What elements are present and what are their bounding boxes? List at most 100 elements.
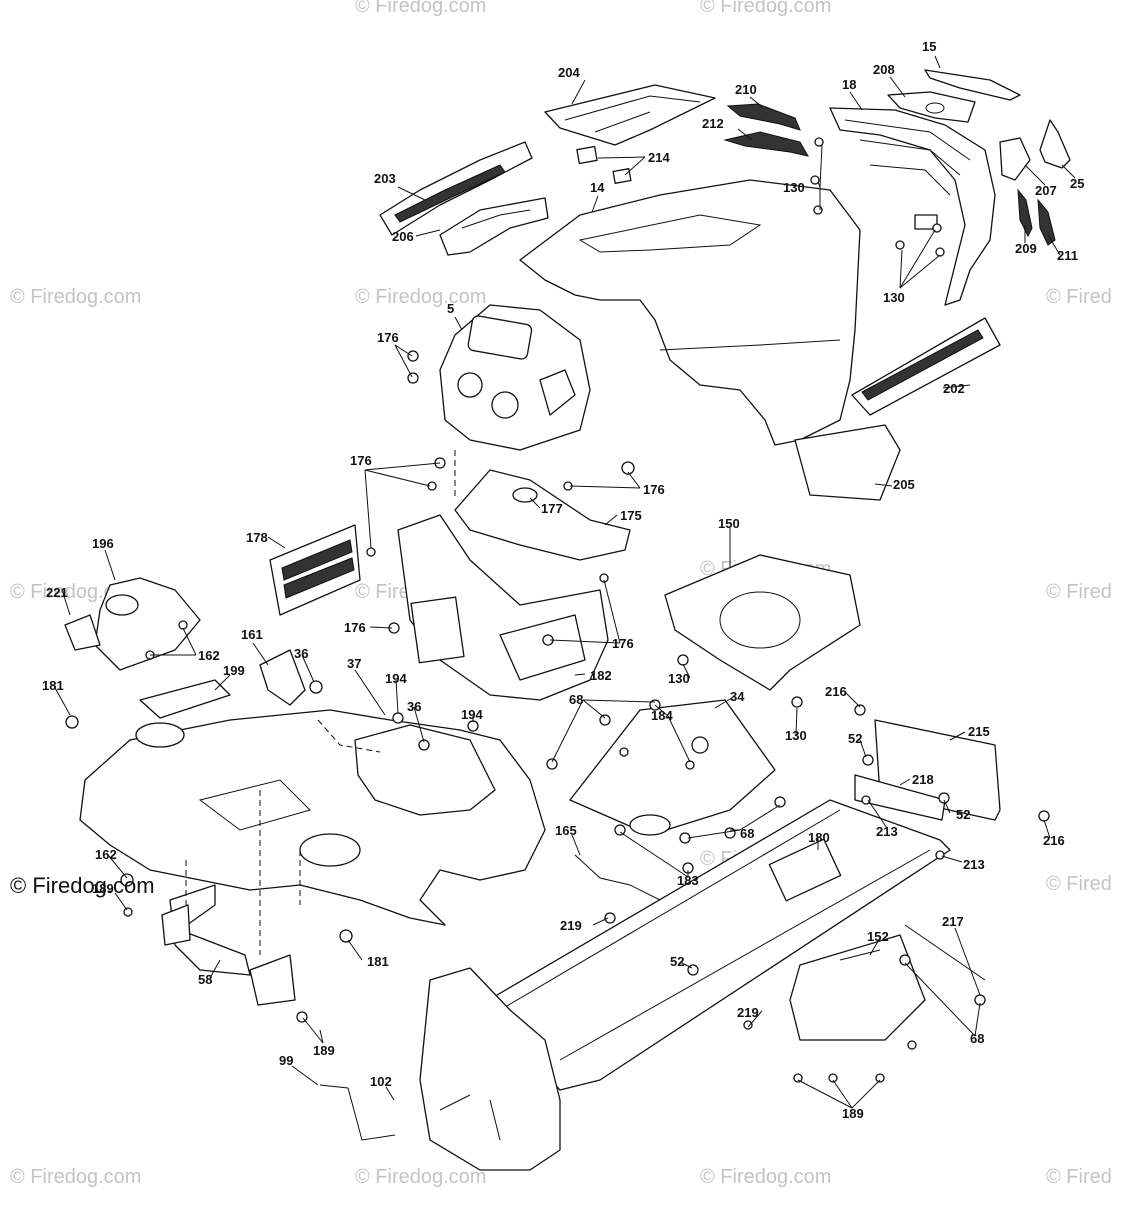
part-206-duct xyxy=(439,197,549,256)
callout-52: 52 xyxy=(670,954,684,969)
parts xyxy=(64,69,1071,1171)
leader-lines xyxy=(53,55,1076,1109)
callout-196: 196 xyxy=(92,536,114,551)
callout-176: 176 xyxy=(612,636,634,651)
watermark: © Fired xyxy=(1046,581,1112,603)
callout-130: 130 xyxy=(883,290,905,305)
callout-216: 216 xyxy=(825,684,847,699)
callout-189: 189 xyxy=(842,1106,864,1121)
part-14-hood xyxy=(519,179,861,446)
callout-162: 162 xyxy=(198,648,220,663)
callout-161: 161 xyxy=(241,627,263,642)
callout-130: 130 xyxy=(785,728,807,743)
callout-labels: 15 204 208 210 18 212 214 203 14 130 207… xyxy=(42,39,1084,1121)
part-214-clips xyxy=(576,145,632,184)
alignment-line xyxy=(317,719,381,753)
callout-219: 219 xyxy=(560,918,582,933)
part-209 xyxy=(1017,188,1033,238)
callout-15: 15 xyxy=(922,39,936,54)
watermark: © Firedog.com xyxy=(10,286,141,308)
callout-209: 209 xyxy=(1015,241,1037,256)
callout-102: 102 xyxy=(370,1074,392,1089)
part-210-grille xyxy=(726,103,801,131)
callout-58: 58 xyxy=(198,972,212,987)
part-205-cover xyxy=(794,424,901,501)
callout-36: 36 xyxy=(407,699,421,714)
watermark: © Fired xyxy=(1046,1166,1112,1188)
callout-205: 205 xyxy=(893,477,915,492)
part-15-trim xyxy=(924,69,1021,101)
callout-178: 178 xyxy=(246,530,268,545)
callout-212: 212 xyxy=(702,116,724,131)
watermark: © Firedog.com xyxy=(700,0,831,17)
callout-162: 162 xyxy=(95,847,117,862)
part-202-bumper xyxy=(851,317,1001,416)
watermark: © Fired xyxy=(1046,286,1112,308)
watermark: © Firedog.com xyxy=(355,0,486,17)
part-frame-front xyxy=(419,967,561,1171)
part-37-bodypan xyxy=(79,709,546,926)
callout-150: 150 xyxy=(718,516,740,531)
part-178-vent xyxy=(269,524,361,616)
part-180-frame xyxy=(479,799,951,1091)
callout-68: 68 xyxy=(970,1031,984,1046)
callout-213: 213 xyxy=(963,857,985,872)
callout-216: 216 xyxy=(1043,833,1065,848)
callout-68: 68 xyxy=(569,692,583,707)
callout-182: 182 xyxy=(590,668,612,683)
callout-210: 210 xyxy=(735,82,757,97)
callout-176: 176 xyxy=(643,482,665,497)
callout-130: 130 xyxy=(668,671,690,686)
part-196-seatpan xyxy=(64,577,201,671)
part-99-rod xyxy=(319,1084,396,1141)
callout-202: 202 xyxy=(943,381,965,396)
callout-130: 130 xyxy=(783,180,805,195)
part-161 xyxy=(259,649,306,706)
callout-175: 175 xyxy=(620,508,642,523)
part-199 xyxy=(139,679,231,719)
part-207 xyxy=(999,137,1031,181)
callout-165: 165 xyxy=(555,823,577,838)
callout-68: 68 xyxy=(740,826,754,841)
callout-219: 219 xyxy=(737,1005,759,1020)
callout-214: 214 xyxy=(648,150,670,165)
part-152-shield xyxy=(789,924,986,1041)
callout-207: 207 xyxy=(1035,183,1057,198)
callout-204: 204 xyxy=(558,65,580,80)
part-150-mount xyxy=(664,554,861,691)
callout-181: 181 xyxy=(42,678,64,693)
callout-18: 18 xyxy=(842,77,856,92)
part-203-grille xyxy=(379,141,533,236)
part-25 xyxy=(1039,119,1071,169)
part-208-bracket xyxy=(887,91,976,123)
callout-181: 181 xyxy=(367,954,389,969)
callout-215: 215 xyxy=(968,724,990,739)
callout-189: 189 xyxy=(313,1043,335,1058)
callout-152: 152 xyxy=(867,929,889,944)
callout-14: 14 xyxy=(590,180,605,195)
watermark: © Firedog.com xyxy=(700,1166,831,1188)
callout-52: 52 xyxy=(956,807,970,822)
callout-203: 203 xyxy=(374,171,396,186)
callout-5: 5 xyxy=(447,301,454,316)
part-182-housing xyxy=(397,514,609,701)
callout-36: 36 xyxy=(294,646,308,661)
callout-221: 221 xyxy=(46,585,68,600)
callout-206: 206 xyxy=(392,229,414,244)
callout-189: 189 xyxy=(92,881,114,896)
callout-34: 34 xyxy=(730,689,745,704)
watermark: © Firedog.com xyxy=(355,1166,486,1188)
callout-52: 52 xyxy=(848,731,862,746)
brand-watermark: © Firedog.com xyxy=(10,873,155,898)
callout-194: 194 xyxy=(461,707,483,722)
part-218 xyxy=(854,774,946,821)
watermark: © Firedog.com xyxy=(10,1166,141,1188)
part-58-linkage xyxy=(161,884,296,1006)
callout-194: 194 xyxy=(385,671,407,686)
callout-37: 37 xyxy=(347,656,361,671)
part-34-plate xyxy=(569,699,776,836)
callout-183: 183 xyxy=(677,873,699,888)
callout-176: 176 xyxy=(377,330,399,345)
